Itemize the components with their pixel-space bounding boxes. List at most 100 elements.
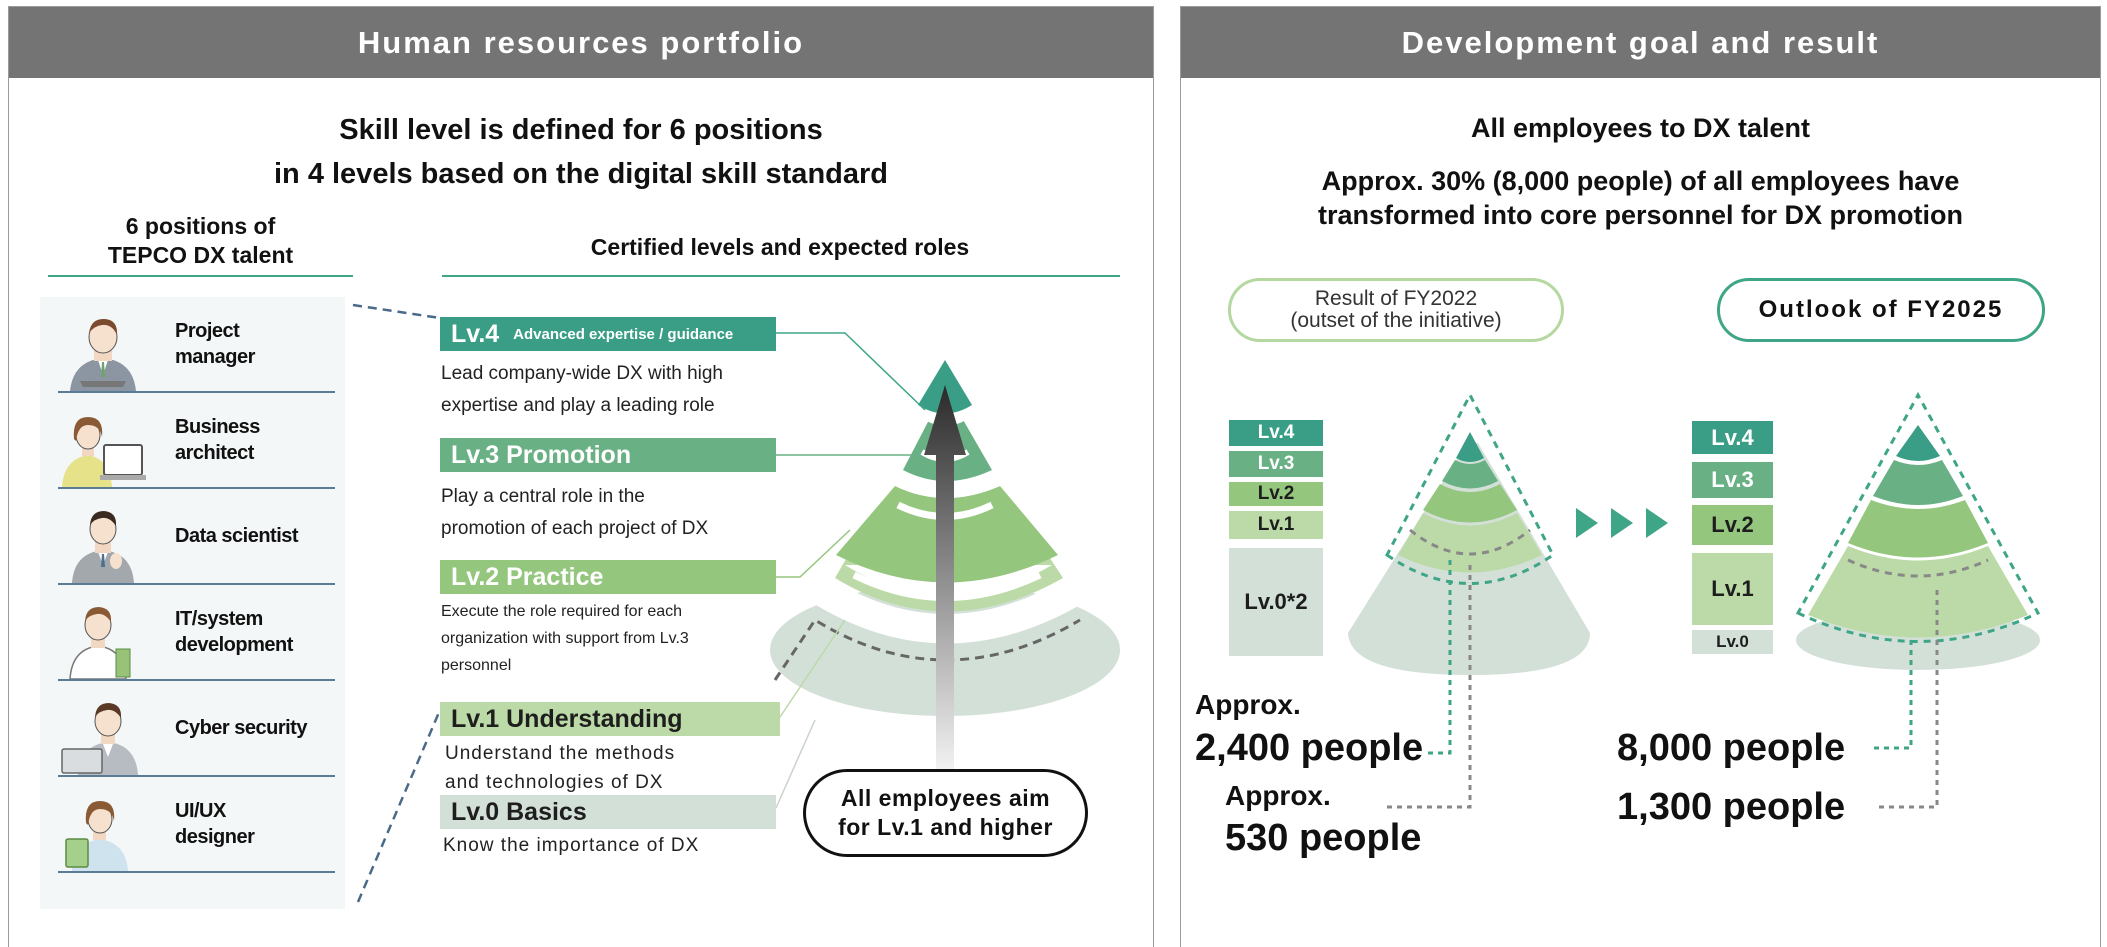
outlook-pyramid-lv3 bbox=[1873, 460, 1963, 505]
cyber-security-figure-icon bbox=[61, 703, 138, 775]
goal-panel-header: Development goal and result bbox=[1181, 7, 2100, 78]
position-divider bbox=[58, 679, 335, 681]
result-total-approx: Approx. bbox=[1195, 689, 1301, 720]
outlook-level-2: Lv.2 bbox=[1692, 505, 1773, 545]
lv1-connector bbox=[777, 619, 846, 721]
progress-arrow-icon bbox=[1646, 508, 1668, 538]
result-pyramid-lv1 bbox=[1398, 513, 1542, 573]
outlook-pyramid-lv1 bbox=[1808, 546, 2028, 638]
aim-callout-line: for Lv.1 and higher bbox=[838, 814, 1053, 840]
result-total-leader bbox=[1425, 560, 1452, 755]
description-line: Play a central role in the bbox=[441, 486, 645, 507]
result-pill-line: Result of FY2022 bbox=[1314, 287, 1478, 310]
description-line: Lead company-wide DX with high bbox=[441, 363, 723, 384]
description-line: and technologies of DX bbox=[445, 772, 664, 793]
portfolio-lead-line-2: in 4 levels based on the digital skill s… bbox=[273, 158, 888, 190]
level-2-description: Execute the role required for each organ… bbox=[441, 598, 689, 679]
level-2-bar: Lv.2 Practice bbox=[440, 560, 776, 594]
result-level-4: Lv.4 bbox=[1229, 420, 1323, 446]
bracket-top-line bbox=[352, 303, 441, 320]
position-label: Cyber security bbox=[175, 681, 307, 775]
position-divider bbox=[58, 487, 335, 489]
outlook-core-count: 1,300 people bbox=[1617, 786, 1846, 828]
portfolio-panel-header: Human resources portfolio bbox=[9, 7, 1153, 78]
result-core-approx: Approx. bbox=[1225, 780, 1331, 811]
result-core-count: 530 people bbox=[1225, 817, 1422, 859]
goal-lead-line: Approx. 30% (8,000 people) of all employ… bbox=[1321, 166, 1960, 196]
description-line: personnel bbox=[441, 657, 512, 674]
goal-lead: Approx. 30% (8,000 people) of all employ… bbox=[1180, 164, 2101, 232]
level-0-name: Lv.0 Basics bbox=[451, 797, 587, 826]
description-line: Know the importance of DX bbox=[443, 835, 700, 856]
progress-arrow-icon bbox=[1576, 508, 1598, 538]
outlook-pyramid-lv2 bbox=[1848, 500, 1988, 558]
levels-heading: Certified levels and expected roles bbox=[590, 234, 970, 260]
goal-panel: Development goal and result bbox=[1180, 6, 2101, 947]
position-divider bbox=[58, 391, 335, 393]
levels-heading-rule bbox=[442, 275, 1120, 277]
description-line: organization with support from Lv.3 bbox=[441, 630, 689, 647]
lv0-connector bbox=[775, 719, 816, 809]
goal-lead-line: transformed into core personnel for DX p… bbox=[1317, 200, 1964, 230]
position-label-line: Data scientist bbox=[175, 525, 299, 547]
level-1-description: Understand the methods and technologies … bbox=[445, 739, 675, 797]
level-4-subtitle: Advanced expertise / guidance bbox=[513, 325, 734, 343]
right-pyramid-diagram bbox=[1348, 391, 2041, 809]
lv4-connector bbox=[776, 332, 926, 411]
outlook-level-1: Lv.1 bbox=[1692, 553, 1773, 625]
aim-callout-line: All employees aim bbox=[840, 785, 1051, 811]
positions-heading-rule bbox=[48, 275, 353, 277]
position-label-line: development bbox=[175, 634, 293, 656]
position-label-line: manager bbox=[175, 346, 255, 368]
result-core-outline bbox=[1385, 391, 1555, 585]
positions-heading-line-1: 6 positions of bbox=[125, 213, 276, 239]
description-line: Execute the role required for each bbox=[441, 603, 683, 620]
position-label-line: Business bbox=[175, 416, 260, 438]
level-4-name: Lv.4 bbox=[451, 319, 500, 348]
progress-arrow-icon bbox=[1611, 508, 1633, 538]
level-4-description: Lead company-wide DX with high expertise… bbox=[441, 358, 723, 422]
aim-callout: All employees aim for Lv.1 and higher bbox=[803, 769, 1088, 857]
level-3-description: Play a central role in the promotion of … bbox=[441, 481, 708, 545]
position-label-line: Cyber security bbox=[175, 717, 307, 739]
result-pyramid-lv2 bbox=[1423, 484, 1517, 523]
position-cyber-security: Cyber security bbox=[40, 681, 345, 777]
level-0-description: Know the importance of DX bbox=[443, 830, 699, 862]
level-3-bar: Lv.3 Promotion bbox=[440, 438, 776, 472]
description-line: promotion of each project of DX bbox=[441, 518, 709, 539]
outlook-pyramid-lv4 bbox=[1896, 425, 1940, 461]
data-scientist-figure-icon bbox=[72, 511, 134, 583]
level-0-bar: Lv.0 Basics bbox=[440, 795, 776, 829]
outlook-level-0: Lv.0 bbox=[1692, 630, 1773, 654]
level-3-name: Lv.3 Promotion bbox=[451, 440, 632, 469]
result-level-1: Lv.1 bbox=[1229, 511, 1323, 539]
project-manager-figure-icon bbox=[70, 318, 136, 391]
result-core-leader bbox=[1387, 565, 1472, 809]
uiux-designer-figure-icon bbox=[65, 801, 128, 871]
portfolio-lead-line-1: Skill level is defined for 6 positions bbox=[339, 114, 823, 146]
result-pill-line: (outset of the initiative) bbox=[1290, 309, 1502, 332]
level-1-bar: Lv.1 Understanding bbox=[440, 702, 780, 736]
position-divider bbox=[58, 871, 335, 873]
outlook-core-outline bbox=[1795, 391, 2041, 643]
position-divider bbox=[58, 775, 335, 777]
outlook-core-leader bbox=[1874, 590, 1939, 809]
bracket-bottom-line bbox=[356, 709, 442, 903]
position-label-line: designer bbox=[175, 826, 255, 848]
result-pyramid-lv4 bbox=[1456, 432, 1484, 462]
position-divider bbox=[58, 583, 335, 585]
position-label: Data scientist bbox=[175, 489, 299, 583]
positions-heading-line-2: TEPCO DX talent bbox=[107, 242, 294, 268]
upward-arrow-icon bbox=[924, 385, 966, 795]
it-developer-figure-icon bbox=[69, 607, 131, 679]
portfolio-lead: Skill level is defined for 6 positions i… bbox=[8, 108, 1154, 196]
position-data-scientist: Data scientist bbox=[40, 489, 345, 585]
goal-title: All employees to DX talent bbox=[1470, 113, 1811, 143]
outlook-level-4: Lv.4 bbox=[1692, 421, 1773, 454]
